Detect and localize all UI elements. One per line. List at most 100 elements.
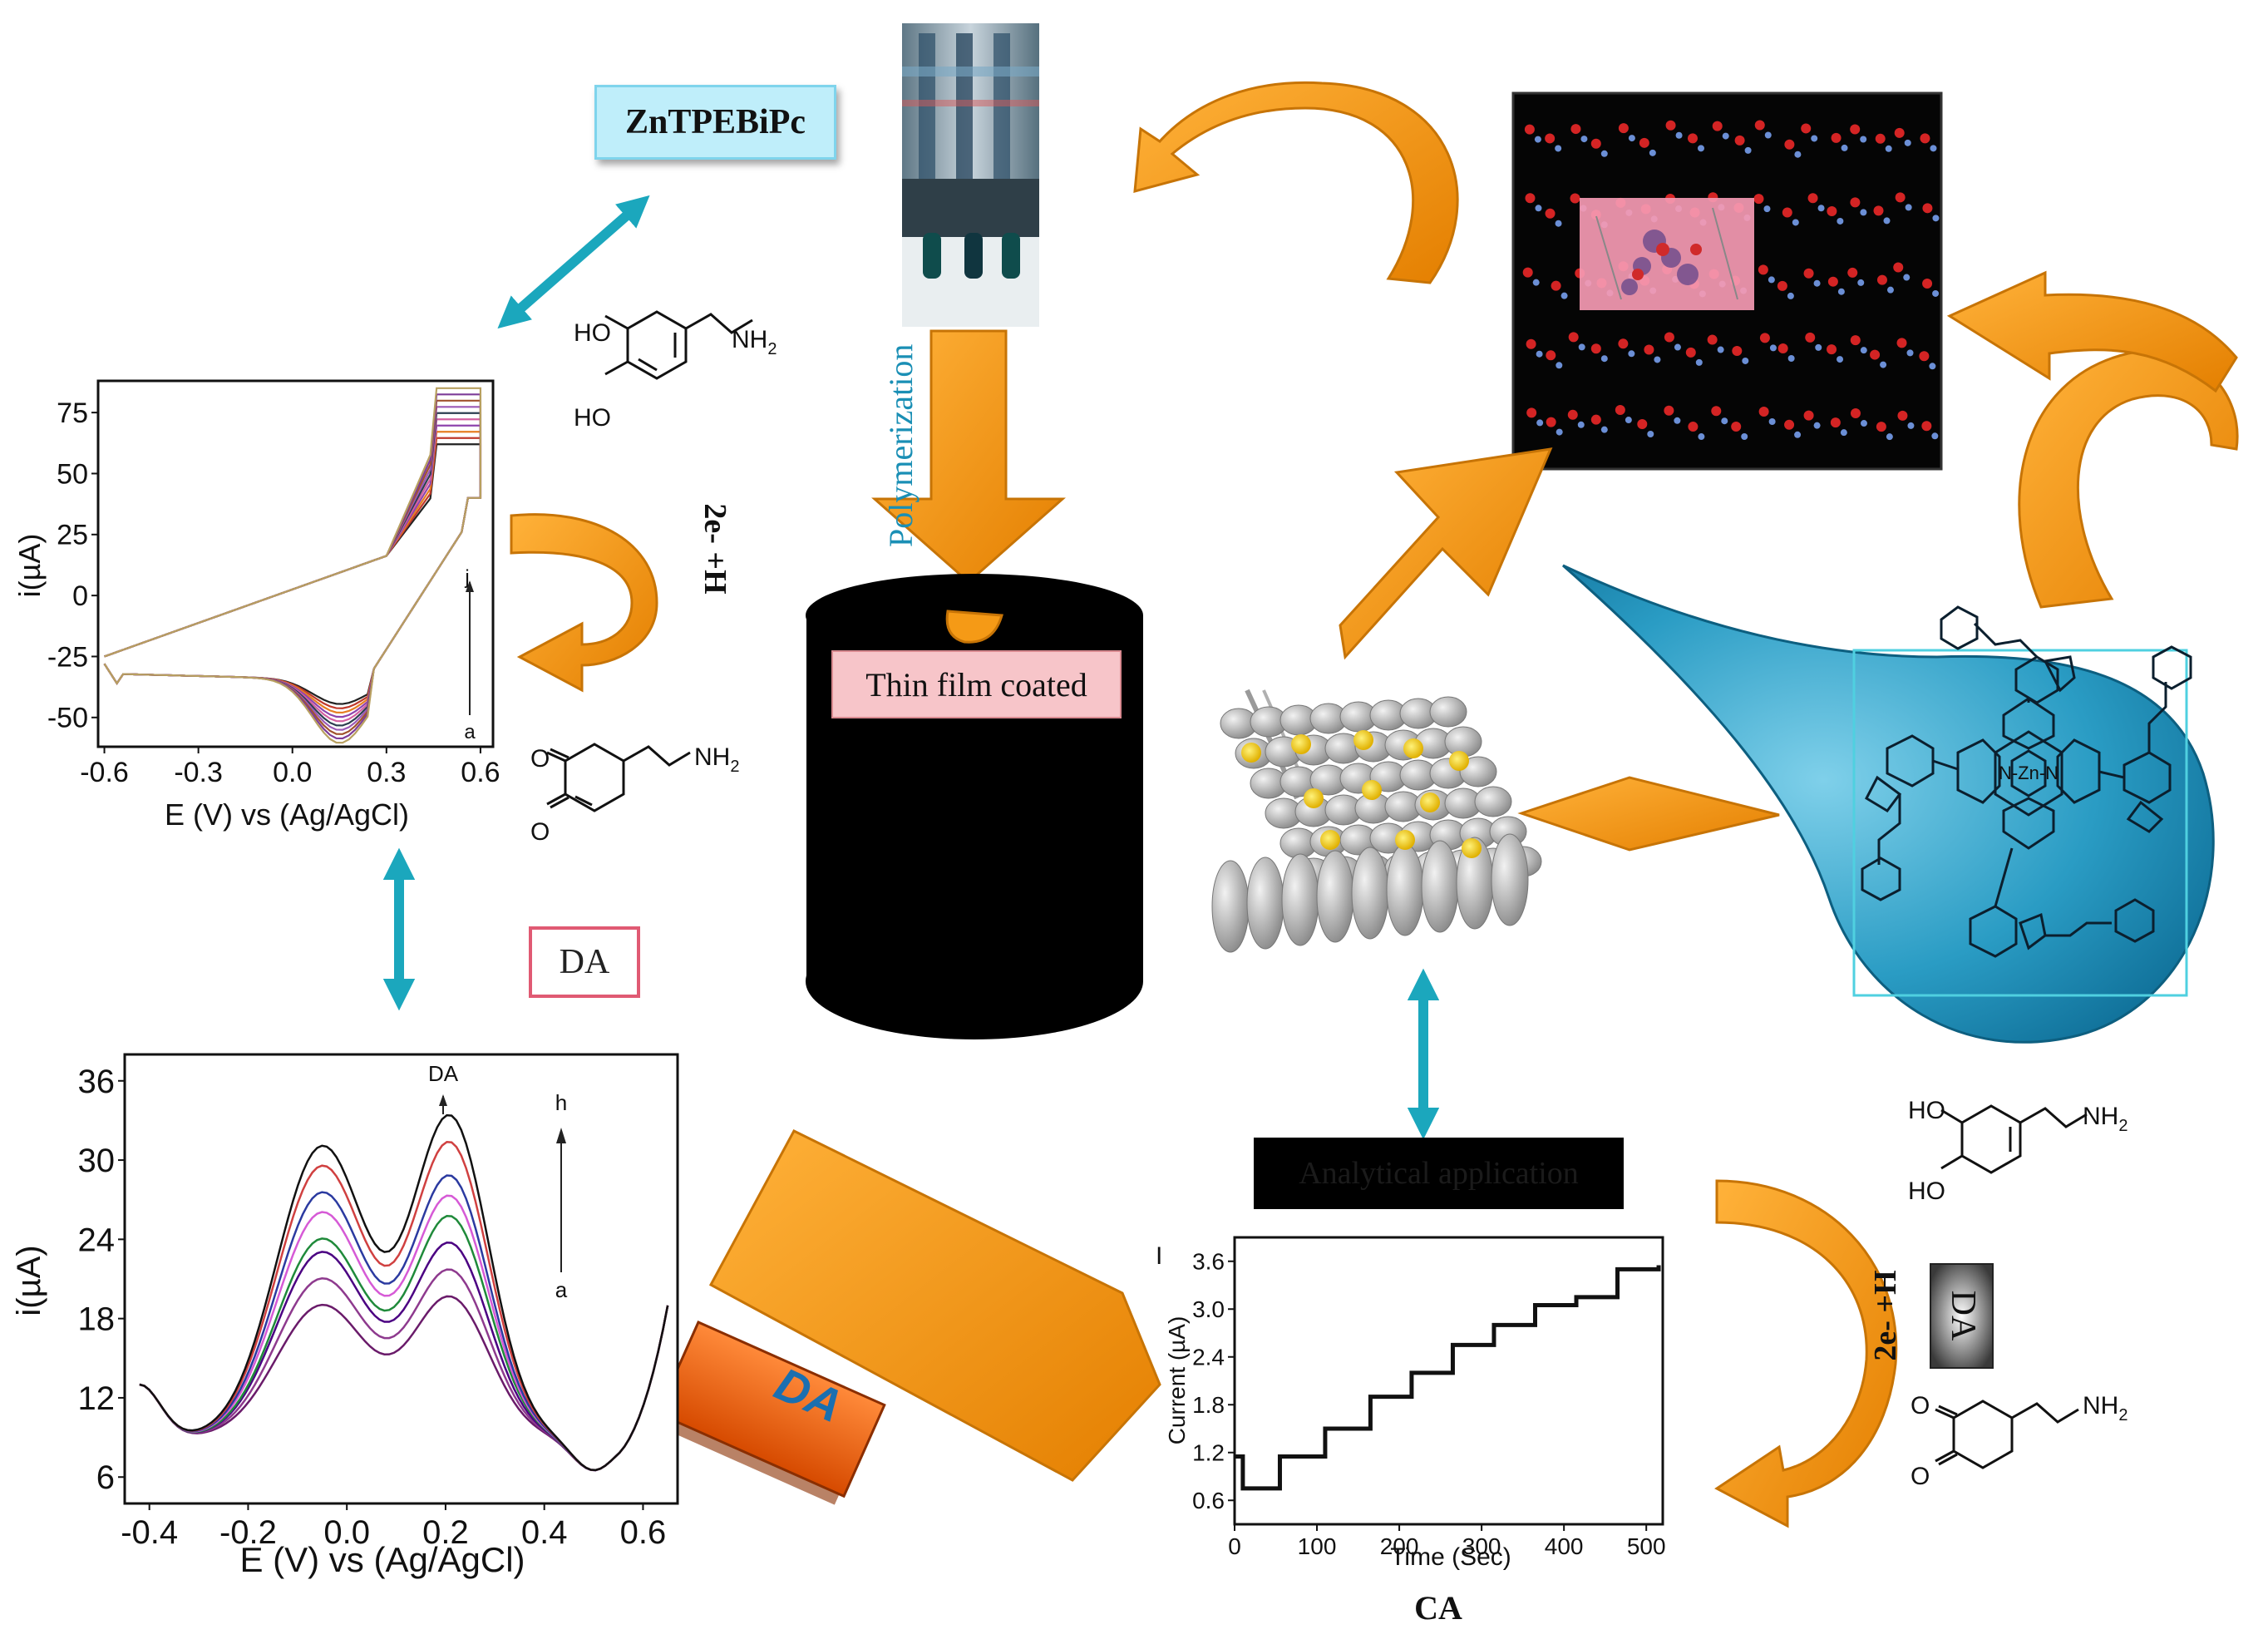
- y-tick-label: -25: [47, 641, 88, 673]
- crystal-atom-blue: [1931, 432, 1939, 440]
- x-tick-label: 500: [1627, 1533, 1666, 1559]
- cv-series-line: [103, 387, 482, 744]
- analytical-application-label: Analytical application: [1254, 1138, 1624, 1209]
- crystal-atom-blue: [1860, 420, 1867, 427]
- crystal-structure-image: [1511, 91, 1943, 471]
- crystal-atom-red: [1870, 349, 1881, 360]
- crystal-atom-red: [1618, 123, 1629, 134]
- crystal-atom-blue: [1768, 276, 1775, 284]
- nh2-label-2: NH2: [694, 743, 739, 776]
- crystal-atom-red: [1803, 268, 1814, 279]
- crystal-atom-red: [1777, 343, 1788, 354]
- nh2-label-1: NH2: [732, 326, 777, 358]
- curved-arrow-redox-left: [510, 513, 658, 693]
- crystal-atom-red: [1896, 338, 1907, 348]
- crystal-atom-blue: [1717, 346, 1724, 353]
- nh2-label-4: NH2: [2083, 1392, 2127, 1424]
- crystal-atom-red: [1568, 332, 1579, 343]
- crystal-atom-blue: [1578, 343, 1585, 351]
- cv-xlabel: E (V) vs (Ag/AgCl): [165, 797, 409, 832]
- surface-atom-front: [1281, 853, 1319, 946]
- crystal-atom-red: [1639, 137, 1649, 148]
- crystal-atom-blue: [1625, 417, 1632, 424]
- molecule-drop: [1562, 564, 2215, 1044]
- crystal-atom-red: [1615, 405, 1625, 416]
- crystal-atom-red: [1805, 332, 1816, 343]
- surface-atom-front: [1316, 850, 1354, 943]
- crystal-atom-red: [1590, 138, 1601, 149]
- y-tick-label: 3.6: [1192, 1249, 1225, 1275]
- crystal-atom-red: [1873, 205, 1884, 216]
- crystal-atom-blue: [1857, 279, 1865, 286]
- crystal-atom-blue: [1883, 217, 1891, 225]
- crystal-atom-blue: [1860, 136, 1867, 143]
- crystal-atom-red: [1850, 197, 1861, 208]
- electrode-cylinder: [806, 574, 1143, 1039]
- crystal-atom-red: [1827, 205, 1837, 216]
- crystal-atom-red: [1524, 124, 1535, 135]
- crystal-atom-blue: [1794, 151, 1802, 158]
- o-label-3: O: [1911, 1392, 1930, 1419]
- surface-dopant: [1362, 780, 1382, 800]
- crystal-atom-red: [1784, 139, 1795, 150]
- crystal-atom-red: [1731, 421, 1742, 432]
- crystal-atom-blue: [1813, 422, 1821, 429]
- ho-label-4: HO: [1908, 1178, 1945, 1205]
- dpv-marker-top: h: [555, 1090, 567, 1115]
- crystal-atom-blue: [1860, 209, 1867, 216]
- dpv-series-line: [139, 1113, 669, 1472]
- double-arrow-top: [497, 195, 650, 329]
- crystal-atom-blue: [1744, 146, 1752, 154]
- crystal-atom-blue: [1535, 205, 1542, 212]
- crystal-atom-blue: [1536, 419, 1544, 427]
- electrode-surface: [1211, 689, 1542, 953]
- crystal-atom-blue: [1860, 347, 1867, 354]
- pentagon-arrow: [708, 1129, 1161, 1482]
- da-gray-text: DA: [1944, 1291, 1982, 1341]
- surface-atom-front: [1386, 843, 1424, 936]
- cv-marker-top: j: [464, 566, 469, 589]
- crystal-atom-blue: [1837, 288, 1845, 295]
- crystal-atom-red: [1893, 262, 1904, 273]
- ca-ylabel: Current (µA): [1164, 1316, 1190, 1445]
- crystal-atom-red: [1732, 345, 1743, 356]
- crystal-atom-blue: [1768, 417, 1776, 425]
- crystal-atom-red: [1570, 124, 1581, 135]
- crystal-atom-blue: [1577, 421, 1585, 428]
- crystal-atom-blue: [1764, 131, 1772, 139]
- crystal-atom-red: [1831, 132, 1842, 143]
- diamond-arrow: [1517, 776, 1780, 852]
- x-tick-label: 300: [1462, 1533, 1501, 1559]
- o-label-4: O: [1911, 1463, 1930, 1490]
- crystal-atom-red: [1570, 193, 1580, 204]
- surface-atom: [1429, 696, 1467, 728]
- chem-labels: HO HO NH2 O O NH2 HO HO NH2 O O NH2: [530, 319, 2127, 1490]
- surface-dopant: [1420, 792, 1440, 812]
- crystal-atom-red: [1546, 350, 1556, 361]
- x-tick-label: 0.2: [422, 1514, 469, 1551]
- x-tick-label: 0.6: [620, 1514, 667, 1551]
- ca-label: CA: [1414, 1589, 1462, 1627]
- crystal-atom-blue: [1930, 145, 1937, 152]
- ca-corner-label: I: [1156, 1242, 1162, 1270]
- crystal-atom-blue: [1787, 355, 1795, 363]
- crystal-atom-blue: [1813, 279, 1821, 287]
- crystal-atom-blue: [1787, 292, 1794, 299]
- crystal-atom-red: [1827, 276, 1838, 287]
- crystal-atom-blue: [1837, 217, 1844, 225]
- y-tick-label: 18: [78, 1301, 116, 1338]
- crystal-atom-blue: [1904, 139, 1911, 146]
- crystal-atom-red: [1526, 407, 1537, 418]
- y-tick-label: 3.0: [1192, 1296, 1225, 1322]
- crystal-atom-red: [1850, 335, 1861, 346]
- crystal-atom-red: [1590, 343, 1601, 354]
- crystal-atom-blue: [1885, 145, 1892, 152]
- crystal-atom-blue: [1929, 363, 1936, 370]
- crystal-atom-red: [1545, 133, 1556, 144]
- surface-atom-front: [1351, 847, 1389, 940]
- crystal-atom-blue: [1840, 429, 1847, 437]
- surface-atom-front: [1491, 833, 1529, 926]
- y-tick-label: 24: [78, 1222, 116, 1258]
- da-gray-block: [1930, 1263, 1994, 1369]
